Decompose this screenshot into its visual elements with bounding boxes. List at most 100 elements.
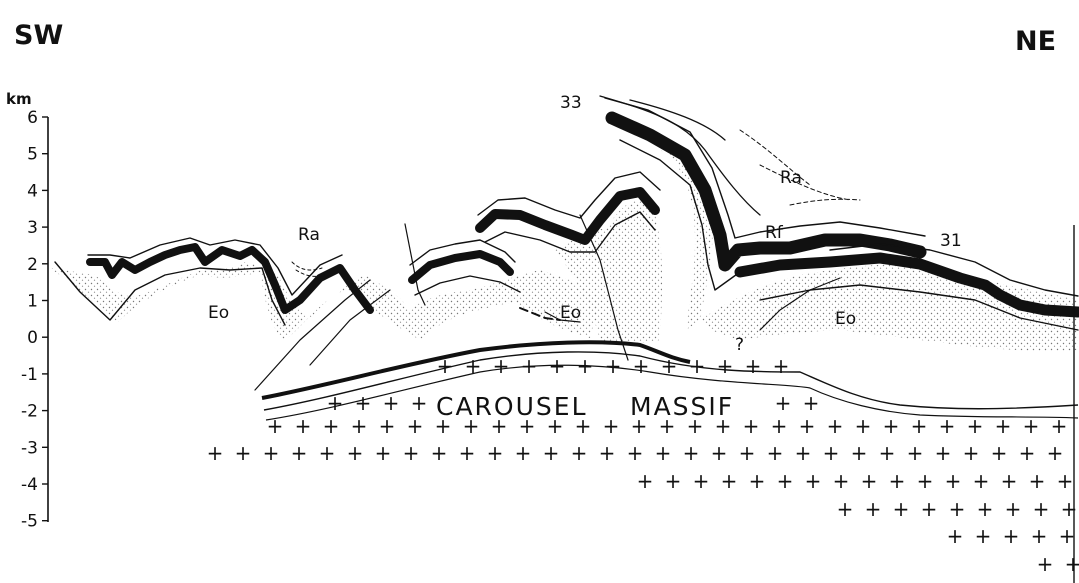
basement-plus-mark: + [977, 497, 994, 521]
basement-plus-mark: + [493, 354, 510, 378]
basement-plus-mark: + [975, 524, 992, 548]
marker-horizons [55, 96, 1078, 390]
basement-plus-mark: + [1019, 441, 1036, 465]
basement-plus-mark: + [637, 469, 654, 493]
section-number-33: 33 [560, 93, 582, 113]
axis-tick-label: -3 [21, 438, 38, 458]
label-rf: Rf [765, 223, 784, 243]
basement-plus-mark: + [945, 469, 962, 493]
basement-plus-mark: + [383, 391, 400, 415]
basement-plus-mark: + [805, 469, 822, 493]
basement-plus-mark: + [711, 441, 728, 465]
basement-crystalline-pattern: ++++++++++++++++++++++++++++++++++++++++… [207, 354, 1079, 576]
basement-plus-mark: + [889, 469, 906, 493]
basement-plus-mark: + [921, 497, 938, 521]
basement-plus-mark: + [1047, 441, 1064, 465]
basement-plus-mark: + [323, 414, 340, 438]
basement-plus-mark: + [865, 497, 882, 521]
basement-plus-mark: + [355, 391, 372, 415]
basement-plus-mark: + [1059, 524, 1076, 548]
axis-tick-label: -1 [21, 365, 38, 385]
basement-plus-mark: + [327, 391, 344, 415]
basement-plus-mark: + [833, 469, 850, 493]
basement-plus-mark: + [295, 414, 312, 438]
basement-plus-mark: + [661, 354, 678, 378]
basement-plus-mark: + [1031, 524, 1048, 548]
basement-plus-mark: + [907, 441, 924, 465]
axis-tick-label: 1 [27, 292, 38, 312]
basement-plus-mark: + [487, 441, 504, 465]
basement-plus-mark: + [1051, 414, 1068, 438]
basement-plus-mark: + [605, 354, 622, 378]
label-eo-east: Eo [835, 309, 856, 329]
axis-tick-label: 6 [27, 108, 38, 128]
basement-plus-mark: + [799, 414, 816, 438]
basement-plus-mark: + [771, 414, 788, 438]
basement-plus-mark: + [911, 414, 928, 438]
basement-plus-mark: + [893, 497, 910, 521]
basement-plus-mark: + [1003, 524, 1020, 548]
basement-plus-mark: + [267, 414, 284, 438]
basement-plus-mark: + [947, 524, 964, 548]
basement-plus-mark: + [963, 441, 980, 465]
axis-tick-label: 3 [27, 218, 38, 238]
basement-plus-mark: + [823, 441, 840, 465]
basement-plus-mark: + [351, 414, 368, 438]
basement-plus-mark: + [411, 391, 428, 415]
axis-tick-label: 2 [27, 255, 38, 275]
basement-plus-mark: + [627, 441, 644, 465]
basement-plus-mark: + [949, 497, 966, 521]
axis-tick-label: -2 [21, 402, 38, 422]
basement-plus-mark: + [837, 497, 854, 521]
basement-plus-mark: + [861, 469, 878, 493]
direction-ne-label: NE [1015, 26, 1056, 57]
basement-plus-mark: + [883, 414, 900, 438]
basement-plus-mark: + [207, 441, 224, 465]
basement-plus-mark: + [851, 441, 868, 465]
basement-plus-mark: + [577, 354, 594, 378]
basement-plus-mark: + [767, 441, 784, 465]
basement-plus-mark: + [777, 469, 794, 493]
label-eo-central: Eo [560, 303, 581, 323]
massif-label-carousel: CAROUSEL [436, 392, 588, 421]
basement-plus-mark: + [995, 414, 1012, 438]
basement-plus-mark: + [855, 414, 872, 438]
basement-plus-mark: + [693, 469, 710, 493]
basement-plus-mark: + [1061, 497, 1078, 521]
basement-plus-mark: + [431, 441, 448, 465]
axis-tick-label: 4 [27, 181, 38, 201]
basement-plus-mark: + [437, 354, 454, 378]
basement-plus-mark: + [917, 469, 934, 493]
basement-plus-mark: + [403, 441, 420, 465]
label-ra-west: Ra [298, 225, 320, 245]
basement-plus-mark: + [665, 469, 682, 493]
basement-plus-mark: + [773, 354, 790, 378]
basement-plus-mark: + [1005, 497, 1022, 521]
basement-plus-mark: + [803, 391, 820, 415]
basement-plus-mark: + [1029, 469, 1046, 493]
depth-axis: km 6543210-1-2-3-4-5 [6, 90, 48, 532]
basement-plus-mark: + [739, 441, 756, 465]
basement-plus-mark: + [827, 414, 844, 438]
basement-plus-mark: + [235, 441, 252, 465]
basement-plus-mark: + [515, 441, 532, 465]
basement-plus-mark: + [795, 441, 812, 465]
basement-plus-mark: + [689, 354, 706, 378]
basement-plus-mark: + [375, 441, 392, 465]
axis-tick-label: 5 [27, 145, 38, 165]
basement-plus-mark: + [1037, 552, 1054, 576]
basement-plus-mark: + [743, 414, 760, 438]
basement-plus-mark: + [1001, 469, 1018, 493]
basement-plus-mark: + [379, 414, 396, 438]
basement-plus-mark: + [1033, 497, 1050, 521]
basement-plus-mark: + [879, 441, 896, 465]
basement-plus-mark: + [775, 391, 792, 415]
axis-tick-label: 0 [27, 328, 38, 348]
axis-unit-label: km [6, 90, 32, 108]
basement-plus-mark: + [721, 469, 738, 493]
basement-plus-mark: + [1057, 469, 1074, 493]
basement-plus-mark: + [717, 354, 734, 378]
axis-tick-label: -4 [21, 475, 38, 495]
basement-plus-mark: + [549, 354, 566, 378]
